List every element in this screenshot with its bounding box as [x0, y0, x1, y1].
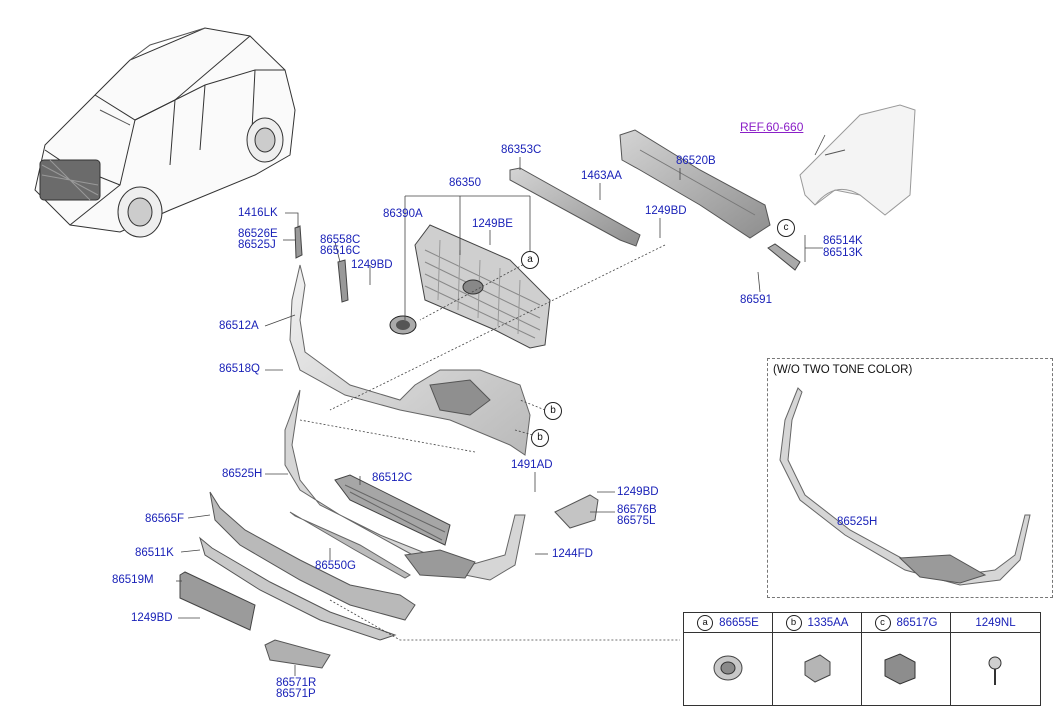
- label-86571R: 86571R: [276, 677, 317, 689]
- label-1249BD-bottom: 1249BD: [131, 612, 173, 624]
- skid-plate-86565F: [209, 491, 416, 621]
- fender-illustration: [799, 104, 916, 216]
- legend-letter-c: c: [874, 614, 891, 631]
- inset-panel: [767, 358, 1053, 598]
- label-1249BD-left: 1249BD: [351, 259, 393, 271]
- plate-86519M: [179, 571, 256, 631]
- label-86558C: 86558C: [320, 234, 361, 246]
- label-86353C: 86353C: [501, 144, 542, 156]
- label-86512A: 86512A: [219, 320, 259, 332]
- legend-head-d: 1249NL: [951, 613, 1040, 633]
- legend-head-a: a 86655E: [684, 613, 773, 633]
- absorber-86520B: [619, 129, 771, 239]
- label-86520B: 86520B: [676, 155, 716, 167]
- legend-body-b: [773, 633, 862, 705]
- legend-part-c: 86517G: [896, 616, 938, 629]
- garnish-86571R: [264, 639, 331, 669]
- label-86591: 86591: [740, 294, 772, 306]
- legend-body-d: [951, 633, 1040, 705]
- molding-86550G: [289, 511, 411, 579]
- label-86550G: 86550G: [315, 560, 356, 572]
- legend-letter-b: b: [785, 614, 802, 631]
- lower-grille-86512C: [334, 474, 451, 546]
- label-86390A: 86390A: [383, 208, 423, 220]
- label-86525H: 86525H: [222, 468, 263, 480]
- lower-garnish-86525H: [284, 389, 526, 581]
- legend-body-a: [684, 633, 773, 705]
- label-86350: 86350: [449, 177, 481, 189]
- left-brackets: [294, 225, 349, 303]
- label-86516C: 86516C: [320, 245, 361, 257]
- inset-lower-garnish: [779, 387, 1031, 586]
- legend-head-c: c 86517G: [862, 613, 951, 633]
- legend-part-d: 1249NL: [975, 616, 1016, 629]
- leader-lines: [176, 134, 826, 676]
- label-86518Q: 86518Q: [219, 363, 260, 375]
- legend-head-b: b 1335AA: [773, 613, 862, 633]
- label-86575L: 86575L: [617, 515, 656, 527]
- label-1249BE: 1249BE: [472, 218, 513, 230]
- label-86526E: 86526E: [238, 228, 278, 240]
- reference-link[interactable]: REF.60-660: [740, 120, 804, 134]
- legend-table: a 86655E b 1335AA c 86517G 1249NL: [683, 612, 1041, 706]
- label-86525J: 86525J: [238, 239, 276, 251]
- legend-body-c: [862, 633, 951, 705]
- bumper-cover-86512A: [289, 264, 531, 456]
- label-86519M: 86519M: [112, 574, 154, 586]
- label-86512C: 86512C: [372, 472, 413, 484]
- label-86565F: 86565F: [145, 513, 185, 525]
- side-bracket-86514K: [767, 243, 801, 271]
- label-1249BD-top: 1249BD: [645, 205, 687, 217]
- legend-letter-a: a: [697, 614, 714, 631]
- label-1463AA: 1463AA: [581, 170, 622, 182]
- callout-a: a: [521, 251, 539, 269]
- label-86576B: 86576B: [617, 504, 657, 516]
- inset-title: (W/O TWO TONE COLOR): [773, 364, 913, 376]
- label-1244FD: 1244FD: [552, 548, 593, 560]
- label-86513K: 86513K: [823, 247, 863, 259]
- label-1491AD: 1491AD: [511, 459, 553, 471]
- callout-c: c: [777, 219, 795, 237]
- label-86514K: 86514K: [823, 235, 863, 247]
- inset-label-86525H: 86525H: [837, 516, 878, 528]
- legend-part-b: 1335AA: [807, 616, 849, 629]
- emblem-86390A: [389, 315, 417, 335]
- label-1416LK: 1416LK: [238, 207, 278, 219]
- legend-part-a: 86655E: [719, 616, 759, 629]
- callout-b-upper: b: [544, 402, 562, 420]
- strip-86511K: [199, 536, 397, 641]
- callout-b-lower: b: [531, 429, 549, 447]
- vehicle-illustration: [34, 27, 296, 238]
- bracket-86576B: [554, 494, 599, 529]
- label-86511K: 86511K: [135, 547, 174, 559]
- label-86571P: 86571P: [276, 688, 316, 700]
- label-1249BD-right: 1249BD: [617, 486, 659, 498]
- legend-icons: [713, 653, 1002, 685]
